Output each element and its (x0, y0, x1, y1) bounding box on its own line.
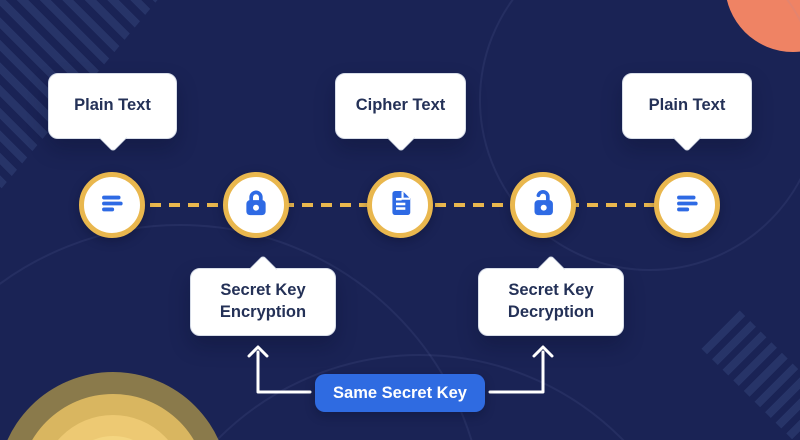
node-encryption (223, 172, 289, 238)
node-plain-text-input (79, 172, 145, 238)
lock-closed-icon (239, 186, 273, 225)
text-lines-icon (95, 186, 129, 225)
bubble-label: Secret Key Decryption (507, 281, 595, 321)
node-decryption (510, 172, 576, 238)
bubble-label: Secret Key Encryption (219, 281, 307, 321)
document-icon (384, 187, 416, 224)
lock-open-icon (526, 186, 560, 225)
bubble-plain-text-left: Plain Text (48, 73, 177, 139)
bubble-label: Plain Text (74, 96, 151, 115)
same-secret-key-button[interactable]: Same Secret Key (315, 374, 485, 412)
bubble-secret-key-decryption: Secret Key Decryption (478, 268, 624, 336)
text-lines-icon (670, 186, 704, 225)
bubble-label: Cipher Text (355, 96, 446, 115)
bubble-plain-text-right: Plain Text (622, 73, 752, 139)
bubble-label: Plain Text (648, 96, 726, 115)
node-plain-text-output (654, 172, 720, 238)
node-cipher-text (367, 172, 433, 238)
bubble-secret-key-encryption: Secret Key Encryption (190, 268, 336, 336)
sun-ring-core (61, 436, 165, 440)
bubble-cipher-text: Cipher Text (335, 73, 466, 139)
